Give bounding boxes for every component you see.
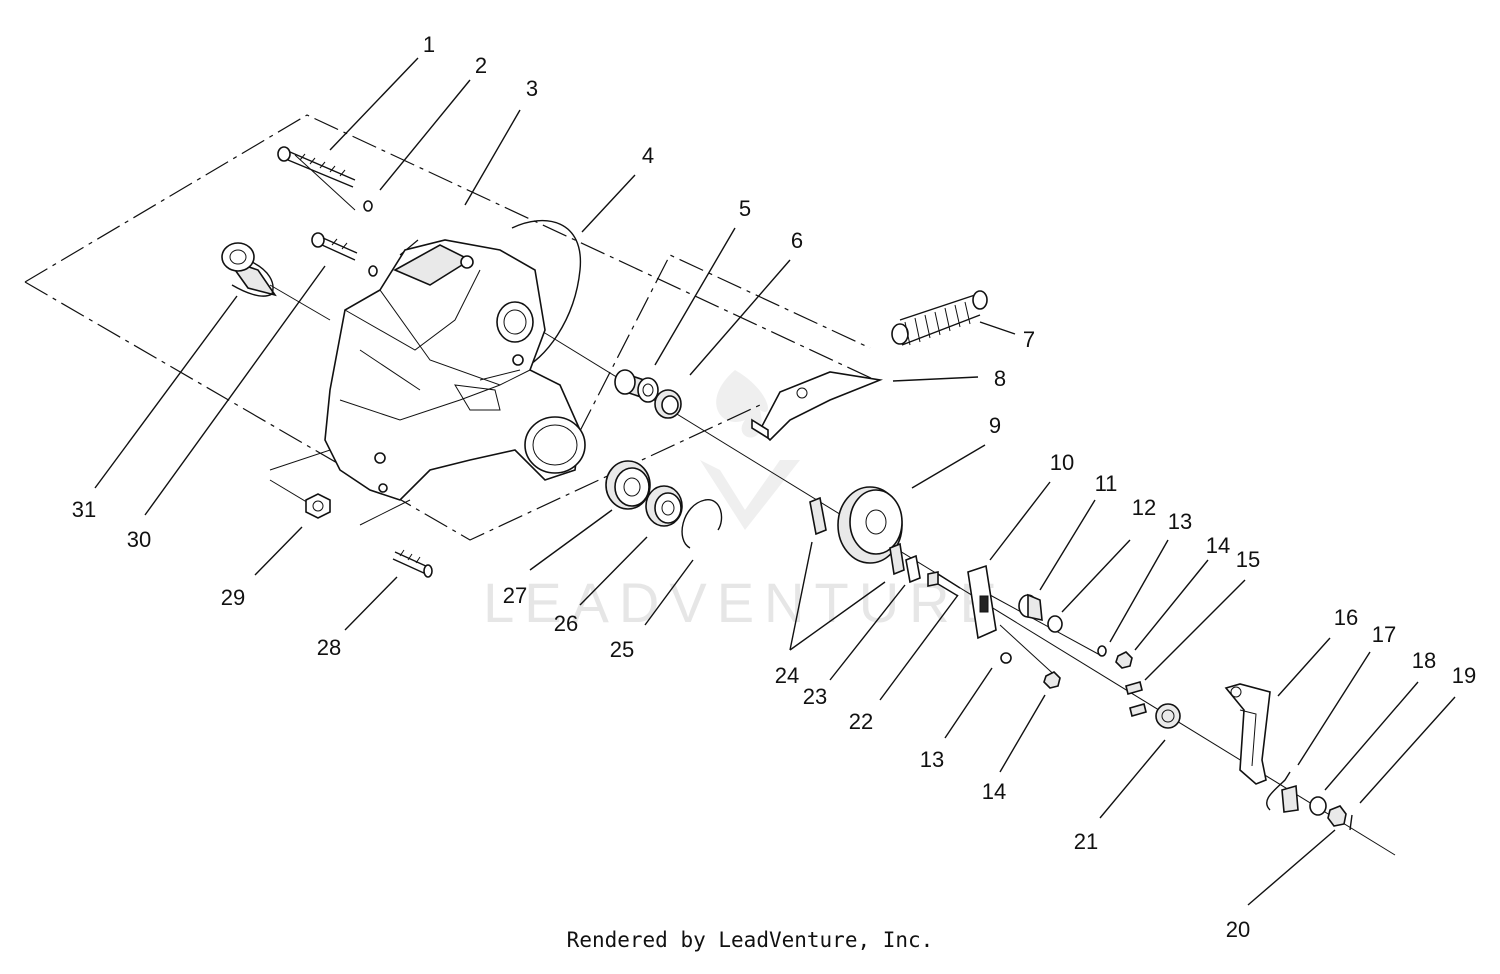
watermark-logo bbox=[700, 370, 800, 530]
lock-washer-lower bbox=[1000, 652, 1012, 664]
callout-6: 6 bbox=[791, 228, 803, 253]
callout-4: 4 bbox=[642, 143, 654, 168]
coil-spring bbox=[1155, 703, 1181, 729]
callout-28: 28 bbox=[317, 635, 341, 660]
callout-7: 7 bbox=[1023, 327, 1035, 352]
bearing bbox=[645, 485, 683, 527]
bracket bbox=[751, 371, 883, 442]
callout-15: 15 bbox=[1236, 547, 1260, 572]
callout-22: 22 bbox=[849, 709, 873, 734]
callout-27: 27 bbox=[503, 583, 527, 608]
callout-20: 20 bbox=[1226, 917, 1250, 942]
flat-washer bbox=[1047, 615, 1063, 633]
callout-16: 16 bbox=[1334, 605, 1358, 630]
set-screw bbox=[927, 571, 961, 597]
callout-12: 12 bbox=[1132, 495, 1156, 520]
callout-2: 2 bbox=[475, 53, 487, 78]
callout-3: 3 bbox=[526, 76, 538, 101]
callout-labels: 1 2 3 4 5 6 7 8 9 10 11 12 13 14 15 16 1… bbox=[72, 32, 1476, 942]
callout-26: 26 bbox=[554, 611, 578, 636]
spacer bbox=[1018, 593, 1043, 622]
nut bbox=[1115, 651, 1133, 669]
oil-seal bbox=[654, 389, 682, 419]
lock-washer bbox=[1097, 645, 1107, 657]
mounting-plate bbox=[967, 564, 997, 640]
callout-13-lower: 13 bbox=[920, 747, 944, 772]
callout-13: 13 bbox=[1168, 509, 1192, 534]
spring-coil bbox=[1281, 784, 1299, 813]
pulley bbox=[837, 486, 903, 564]
gasket bbox=[511, 219, 582, 371]
leader-lines bbox=[94, 57, 1456, 906]
pin-2 bbox=[1129, 703, 1147, 717]
callout-19: 19 bbox=[1452, 663, 1476, 688]
nut-lower bbox=[1043, 671, 1061, 689]
callout-25: 25 bbox=[610, 637, 634, 662]
key bbox=[809, 496, 827, 536]
callout-29: 29 bbox=[221, 585, 245, 610]
callout-30: 30 bbox=[127, 527, 151, 552]
callout-18: 18 bbox=[1412, 648, 1436, 673]
needle-bearing bbox=[614, 369, 659, 403]
pin bbox=[1125, 681, 1143, 695]
long-bolt bbox=[277, 146, 356, 188]
small-washer bbox=[363, 200, 373, 212]
torsion-spring bbox=[1266, 771, 1291, 811]
callout-24: 24 bbox=[775, 663, 799, 688]
render-credit: Rendered by LeadVenture, Inc. bbox=[566, 928, 934, 952]
washer bbox=[1309, 796, 1327, 816]
callout-23: 23 bbox=[803, 684, 827, 709]
callout-9: 9 bbox=[989, 413, 1001, 438]
callout-11: 11 bbox=[1095, 471, 1118, 496]
key-pair bbox=[889, 542, 921, 584]
short-bolt bbox=[311, 232, 378, 277]
plug bbox=[305, 493, 331, 519]
callout-21: 21 bbox=[1074, 829, 1098, 854]
bushing bbox=[221, 242, 277, 297]
gear-housing bbox=[324, 239, 586, 501]
callout-10: 10 bbox=[1050, 450, 1074, 475]
lock-nut bbox=[1327, 805, 1347, 827]
stud bbox=[392, 549, 433, 578]
lever-arm bbox=[1224, 683, 1271, 785]
callout-17: 17 bbox=[1372, 622, 1396, 647]
callout-31: 31 bbox=[72, 497, 96, 522]
cotter-pin bbox=[1349, 814, 1353, 831]
assembly-lines bbox=[24, 114, 1396, 856]
snap-ring bbox=[681, 499, 723, 549]
callout-14-lower: 14 bbox=[982, 779, 1006, 804]
ball-bearing bbox=[605, 460, 651, 510]
callout-8: 8 bbox=[994, 366, 1006, 391]
callout-1: 1 bbox=[423, 32, 435, 57]
extension-spring bbox=[891, 290, 988, 346]
callout-14: 14 bbox=[1206, 533, 1230, 558]
callout-5: 5 bbox=[739, 196, 751, 221]
